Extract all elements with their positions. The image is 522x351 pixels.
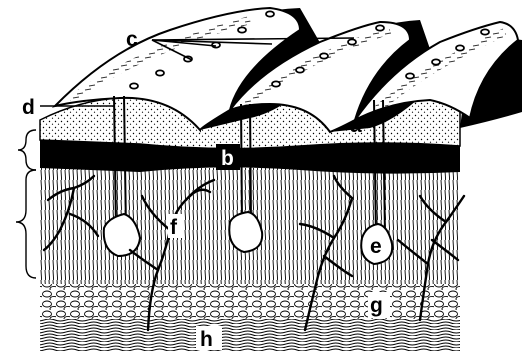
- label-g: g: [370, 294, 383, 317]
- fiber-layer-h: [40, 318, 460, 351]
- label-c: c: [126, 28, 138, 51]
- label-f: f: [170, 216, 178, 239]
- layer-brackets: [16, 130, 36, 278]
- label-h: h: [200, 328, 213, 351]
- label-e: e: [370, 235, 382, 258]
- label-a: a: [350, 114, 362, 137]
- label-b: b: [221, 147, 234, 170]
- cellular-layer-g: [40, 283, 460, 319]
- label-d: d: [22, 96, 35, 119]
